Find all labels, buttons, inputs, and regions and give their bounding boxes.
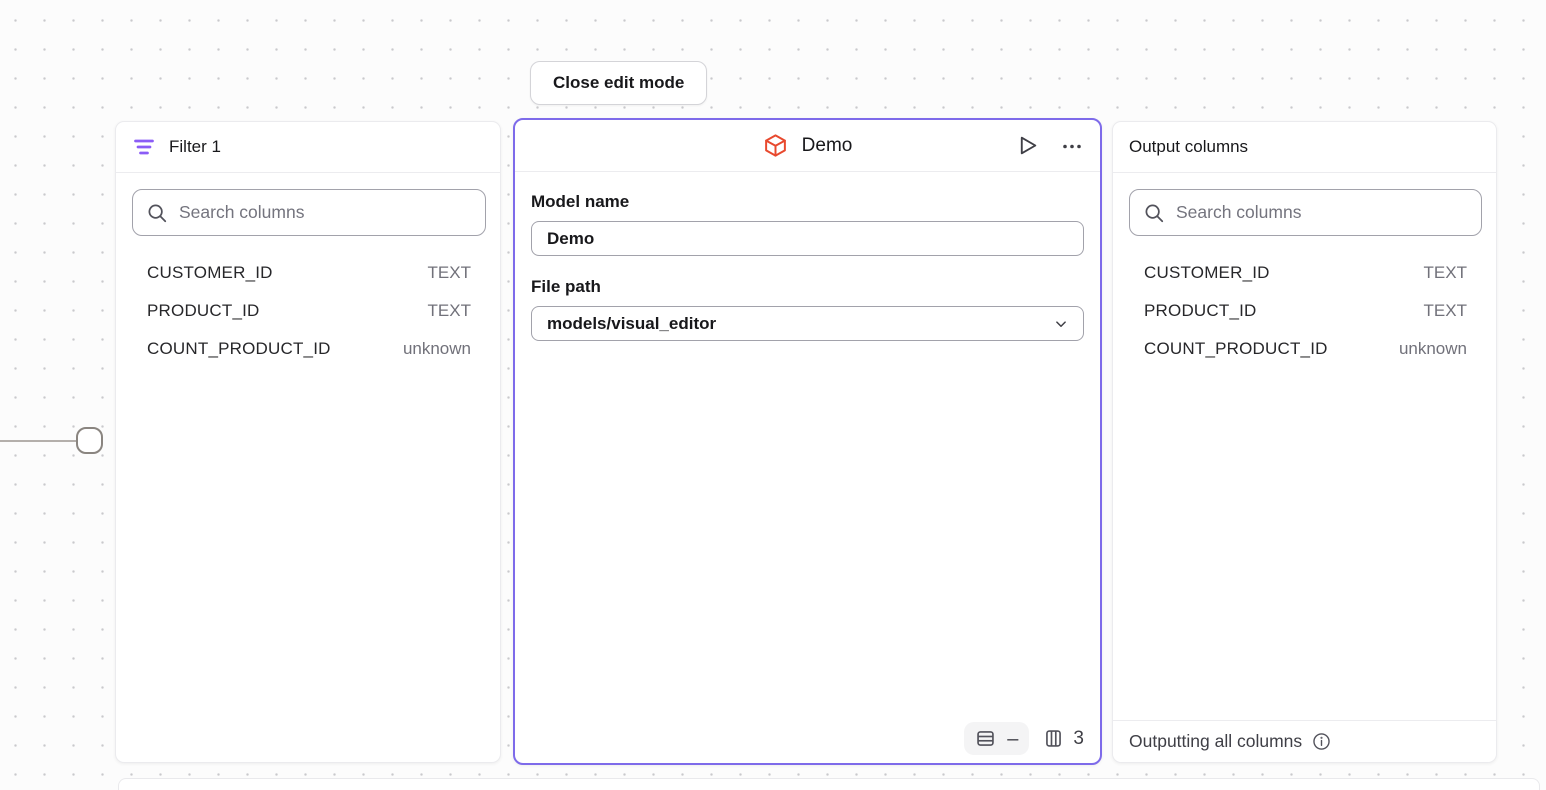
model-panel-title: Demo bbox=[801, 134, 853, 156]
output-search-input[interactable] bbox=[1176, 202, 1468, 223]
column-row[interactable]: COUNT_PRODUCT_ID unknown bbox=[1115, 330, 1494, 368]
output-footer: Outputting all columns bbox=[1113, 720, 1496, 762]
column-count-group[interactable]: 3 bbox=[1043, 728, 1084, 750]
table-rows-icon bbox=[975, 728, 996, 749]
info-icon[interactable] bbox=[1311, 731, 1332, 752]
output-footer-text: Outputting all columns bbox=[1129, 731, 1303, 751]
model-name-label: Model name bbox=[531, 192, 630, 211]
output-panel-title: Output columns bbox=[1129, 137, 1249, 156]
search-icon bbox=[1143, 202, 1165, 224]
filter-search-input[interactable] bbox=[179, 202, 472, 223]
filter-panel-header: Filter 1 bbox=[116, 122, 500, 173]
column-row[interactable]: CUSTOMER_ID TEXT bbox=[118, 254, 498, 292]
next-node-panel-edge[interactable] bbox=[118, 778, 1540, 790]
model-name-input[interactable] bbox=[531, 221, 1084, 256]
column-row[interactable]: CUSTOMER_ID TEXT bbox=[1115, 254, 1494, 292]
column-type: TEXT bbox=[1423, 263, 1467, 282]
file-path-value: models/visual_editor bbox=[547, 313, 717, 333]
run-model-button[interactable] bbox=[1013, 131, 1042, 160]
node-menu-button[interactable] bbox=[1058, 132, 1086, 160]
row-count-pill[interactable]: – bbox=[964, 722, 1030, 755]
play-icon bbox=[1015, 133, 1040, 158]
column-count-value: 3 bbox=[1073, 727, 1084, 749]
connection-port-handle[interactable] bbox=[76, 427, 103, 454]
filter-node-panel[interactable]: Filter 1 CUSTOMER_ID TEXT PRODUCT_ID TEX… bbox=[115, 121, 501, 763]
filter-search-box[interactable] bbox=[132, 189, 486, 236]
close-edit-mode-button[interactable]: Close edit mode bbox=[530, 61, 708, 105]
node-stats-bar: – 3 bbox=[964, 722, 1084, 755]
model-cube-icon bbox=[763, 133, 788, 158]
filter-panel-title: Filter 1 bbox=[169, 137, 221, 156]
column-type: TEXT bbox=[1423, 301, 1467, 320]
model-panel-header: Demo bbox=[515, 120, 1100, 172]
column-row[interactable]: COUNT_PRODUCT_ID unknown bbox=[118, 330, 498, 368]
column-name: COUNT_PRODUCT_ID bbox=[147, 339, 331, 358]
model-node-panel-selected[interactable]: Demo Model name File path bbox=[513, 118, 1102, 765]
filter-column-list: CUSTOMER_ID TEXT PRODUCT_ID TEXT COUNT_P… bbox=[116, 246, 500, 368]
table-columns-icon bbox=[1043, 728, 1064, 749]
output-panel-header: Output columns bbox=[1113, 122, 1496, 173]
connection-edge bbox=[0, 440, 77, 442]
chevron-down-icon bbox=[1052, 315, 1070, 333]
output-column-list: CUSTOMER_ID TEXT PRODUCT_ID TEXT COUNT_P… bbox=[1113, 246, 1496, 368]
row-count-value: – bbox=[1007, 727, 1019, 750]
search-icon bbox=[146, 202, 168, 224]
column-name: PRODUCT_ID bbox=[147, 301, 260, 320]
column-name: COUNT_PRODUCT_ID bbox=[1144, 339, 1328, 358]
file-path-select[interactable]: models/visual_editor bbox=[531, 306, 1084, 341]
ellipsis-icon bbox=[1060, 134, 1084, 158]
column-type: unknown bbox=[1398, 339, 1467, 358]
column-type: unknown bbox=[402, 339, 471, 358]
file-path-label: File path bbox=[531, 277, 601, 296]
column-type: TEXT bbox=[427, 301, 471, 320]
column-row[interactable]: PRODUCT_ID TEXT bbox=[118, 292, 498, 330]
column-type: TEXT bbox=[427, 263, 471, 282]
output-search-box[interactable] bbox=[1129, 189, 1482, 236]
column-name: PRODUCT_ID bbox=[1144, 301, 1257, 320]
output-columns-panel[interactable]: Output columns CUSTOMER_ID TEXT PRODUCT_… bbox=[1112, 121, 1497, 763]
column-row[interactable]: PRODUCT_ID TEXT bbox=[1115, 292, 1494, 330]
column-name: CUSTOMER_ID bbox=[147, 263, 273, 282]
filter-icon bbox=[132, 135, 156, 159]
column-name: CUSTOMER_ID bbox=[1144, 263, 1270, 282]
